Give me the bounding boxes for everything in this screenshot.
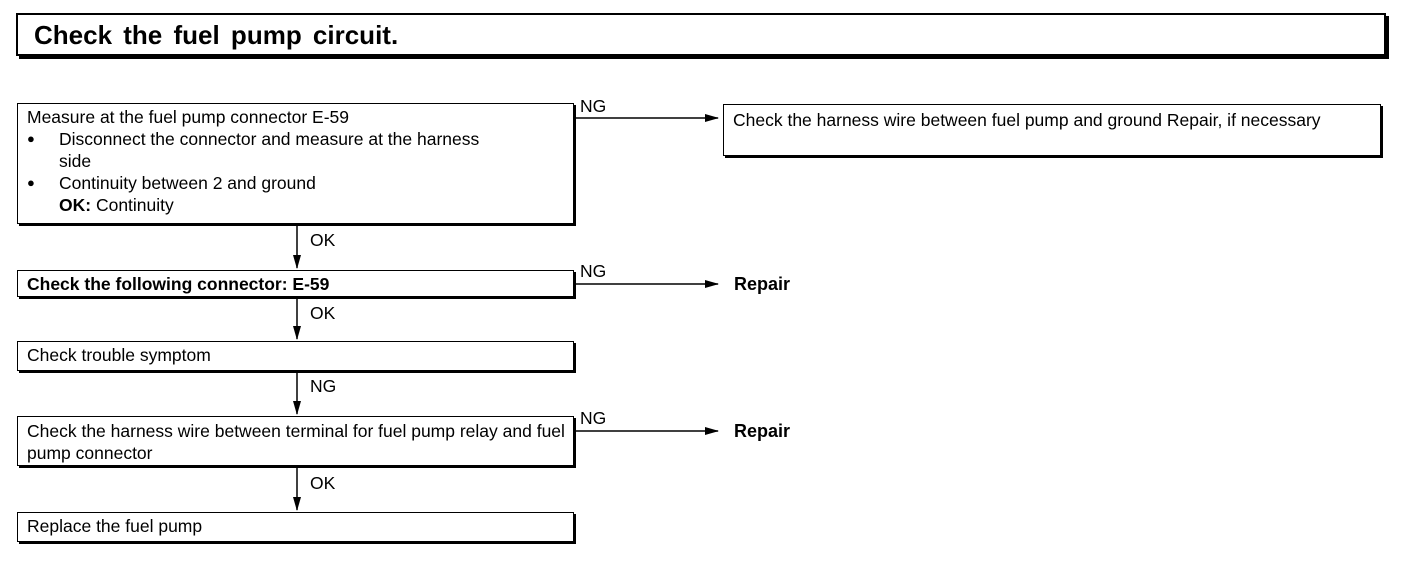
step-text: Check trouble symptom: [27, 345, 211, 365]
label-ng: NG: [580, 96, 607, 116]
bullet-icon: ●: [27, 131, 35, 146]
result-check-ground-harness: Check the harness wire between fuel pump…: [723, 104, 1381, 156]
step-check-symptom: Check trouble symptom: [17, 341, 574, 371]
label-ok: OK: [310, 303, 336, 323]
step-text: Check the harness wire between terminal …: [27, 421, 565, 463]
bullet-item: ● Disconnect the connector and measure a…: [27, 128, 565, 150]
label-ng: NG: [580, 408, 607, 428]
bullet-item: ● Continuity between 2 and ground: [27, 172, 565, 194]
step-text: Replace the fuel pump: [27, 516, 203, 536]
bullet-text: Continuity between 2 and ground: [59, 173, 316, 193]
ok-label: OK:: [59, 195, 92, 215]
step-check-relay-harness: Check the harness wire between terminal …: [17, 416, 574, 466]
page-title: Check the fuel pump circuit.: [16, 13, 1386, 56]
label-ng: NG: [310, 376, 337, 396]
bullet-text: Disconnect the connector and measure at …: [59, 129, 480, 149]
step-check-connector: Check the following connector: E-59: [17, 270, 574, 297]
result-repair: Repair: [734, 274, 791, 294]
step-text: Check the following connector: E-59: [27, 274, 330, 294]
bullet-text-cont: side: [59, 151, 92, 171]
step-heading: Measure at the fuel pump connector E-59: [27, 107, 349, 127]
label-ng: NG: [580, 261, 607, 281]
step-replace-pump: Replace the fuel pump: [17, 512, 574, 542]
result-repair: Repair: [734, 421, 791, 441]
ok-value: Continuity: [95, 195, 174, 215]
label-ok: OK: [310, 473, 336, 493]
result-text: Check the harness wire between fuel pump…: [733, 110, 1321, 130]
step-measure-connector: Measure at the fuel pump connector E-59 …: [17, 103, 574, 224]
ok-criteria: OK: Continuity: [27, 194, 565, 216]
label-ok: OK: [310, 230, 336, 250]
bullet-icon: ●: [27, 175, 35, 190]
